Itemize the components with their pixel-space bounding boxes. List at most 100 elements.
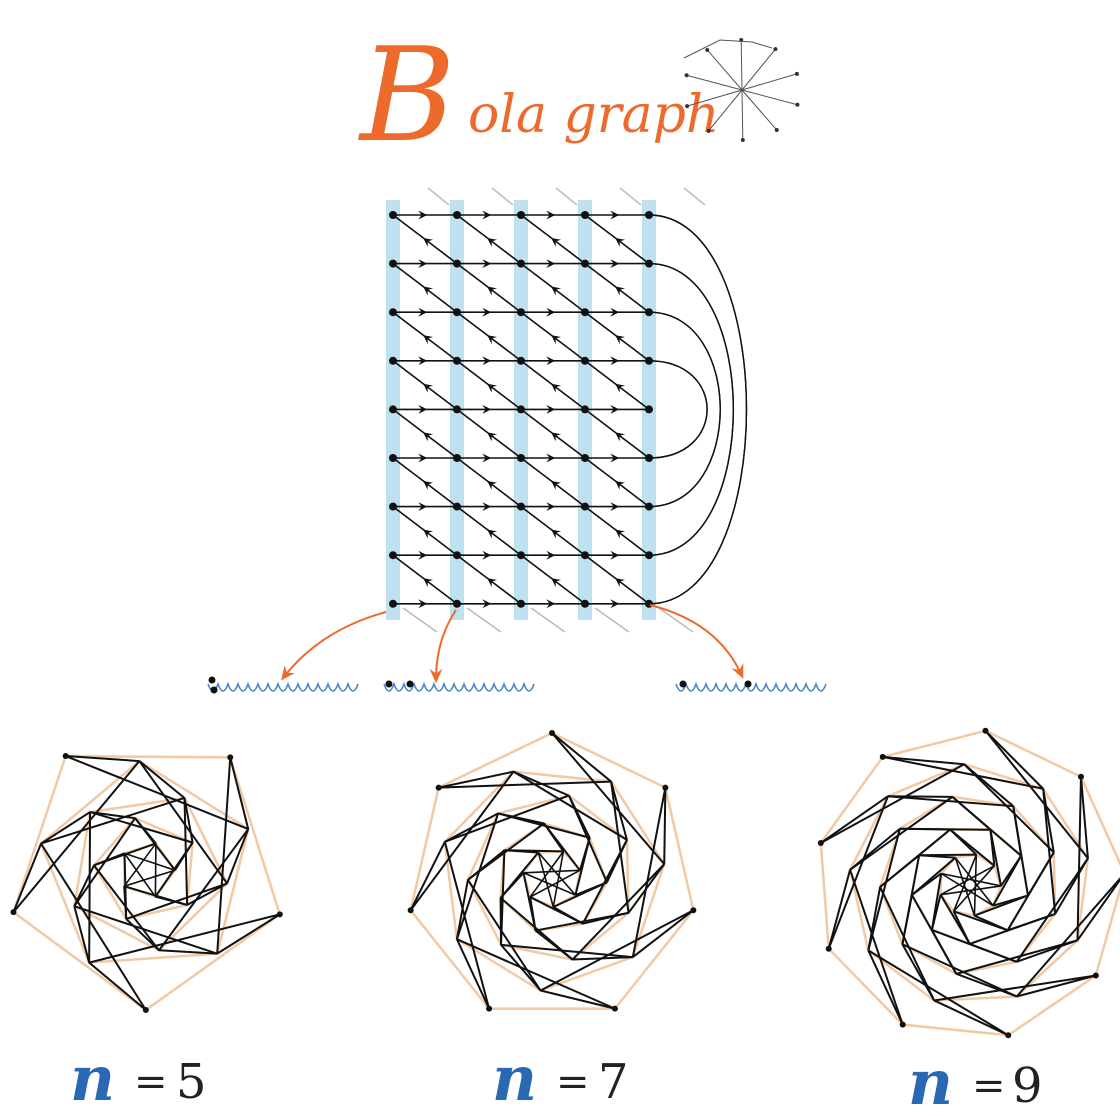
mini-node: [685, 104, 689, 108]
mini-edge: [741, 40, 742, 90]
wave-chains: [208, 677, 826, 694]
label-n7: n = 7: [492, 1042, 629, 1115]
center-star-edge: [523, 870, 579, 872]
n-value: 9: [1012, 1058, 1043, 1114]
lattice-node: [645, 454, 653, 462]
spiral-edge: [498, 813, 590, 837]
lattice-node: [645, 211, 653, 219]
spiral-edge: [629, 864, 665, 913]
mapping-arrow: [436, 610, 456, 680]
outer-node: [900, 1022, 906, 1028]
title-initial: B: [358, 19, 456, 171]
mapping-arrow: [283, 612, 386, 678]
lattice-node: [645, 405, 653, 413]
outer-node: [549, 730, 555, 736]
wave-chain: [384, 684, 534, 691]
equals-sign: =: [972, 1063, 1006, 1109]
spiral-edge: [902, 855, 919, 944]
title: B ola graph: [358, 19, 719, 171]
lattice-node: [645, 600, 653, 608]
spiral-edge: [536, 913, 629, 931]
lattice-node: [517, 551, 525, 559]
spiral-edge: [89, 812, 90, 963]
lattice-node: [517, 503, 525, 511]
lattice-node: [517, 308, 525, 316]
outer-node: [1078, 774, 1084, 780]
wave-particle: [386, 681, 393, 688]
mini-node: [705, 48, 709, 52]
lattice-node: [581, 357, 589, 365]
label-n9: n = 9: [908, 1046, 1043, 1116]
lattice-node: [581, 308, 589, 316]
spiral-edge: [664, 788, 665, 865]
lattice-node: [517, 357, 525, 365]
outer-node: [277, 911, 283, 917]
wave-chain: [208, 684, 358, 691]
outer-node: [63, 753, 69, 759]
diagonal-stub-top: [428, 188, 449, 205]
label-n5: n = 5: [70, 1042, 207, 1115]
lattice-node: [453, 405, 461, 413]
mini-node: [795, 103, 799, 107]
mini-node: [707, 129, 711, 133]
spiral-edge: [445, 796, 569, 842]
lattice-node: [581, 211, 589, 219]
lattice-node: [389, 551, 397, 559]
spiral-edge: [829, 870, 850, 949]
spiral-edge: [530, 897, 583, 924]
wraparound-arc: [649, 361, 707, 458]
diagonal-stub-top: [556, 188, 577, 205]
wave-particle: [745, 681, 752, 688]
polygon-ring: [94, 818, 193, 919]
outer-node: [818, 840, 824, 846]
outer-node: [662, 785, 668, 791]
spiral-edge: [850, 870, 903, 1025]
spiral-edge: [850, 797, 952, 870]
wraparound-arc: [649, 312, 720, 506]
lattice-node: [389, 405, 397, 413]
mini-node: [741, 138, 745, 142]
lattice-node: [453, 551, 461, 559]
lattice-node: [453, 308, 461, 316]
spiral-edge: [139, 761, 227, 883]
lattice-node: [389, 357, 397, 365]
outer-node: [436, 785, 442, 791]
mini-edge: [684, 40, 772, 58]
lattice-node: [389, 503, 397, 511]
lattice-node: [389, 308, 397, 316]
mini-edge: [742, 90, 797, 105]
bola-graph-n5: [10, 753, 282, 1013]
outer-node: [1093, 973, 1099, 979]
spiral-edge: [573, 864, 665, 959]
lattice-node: [581, 600, 589, 608]
n-symbol: n: [70, 1042, 115, 1115]
outer-node: [826, 946, 832, 952]
spiral-edge: [868, 829, 900, 951]
polygon-ring: [501, 823, 607, 930]
lattice-node: [389, 260, 397, 268]
lattice-node: [517, 454, 525, 462]
lattice-node: [645, 503, 653, 511]
lattice-node: [581, 454, 589, 462]
lattice-node: [581, 503, 589, 511]
spiral-edge: [89, 963, 146, 1010]
lattice-node: [453, 260, 461, 268]
wraparound-arc: [649, 361, 707, 458]
wraparound-arc: [649, 215, 746, 604]
lattice-node: [389, 454, 397, 462]
polygon-ring: [880, 797, 1055, 974]
lattice-node: [517, 211, 525, 219]
bola-graph-n9: [818, 728, 1120, 1038]
diagonal-stub-top: [620, 188, 641, 205]
lattice-node: [453, 454, 461, 462]
lattice-node: [389, 600, 397, 608]
mapping-arrows: [283, 605, 742, 680]
outer-node: [10, 909, 16, 915]
spiral-edge: [504, 850, 563, 851]
outer-node: [880, 754, 886, 760]
lattice-node: [517, 405, 525, 413]
wraparound-arcs: [649, 215, 746, 604]
polygon-ring: [821, 731, 1120, 1035]
wraparound-arc: [649, 215, 746, 604]
lattice-node: [581, 551, 589, 559]
